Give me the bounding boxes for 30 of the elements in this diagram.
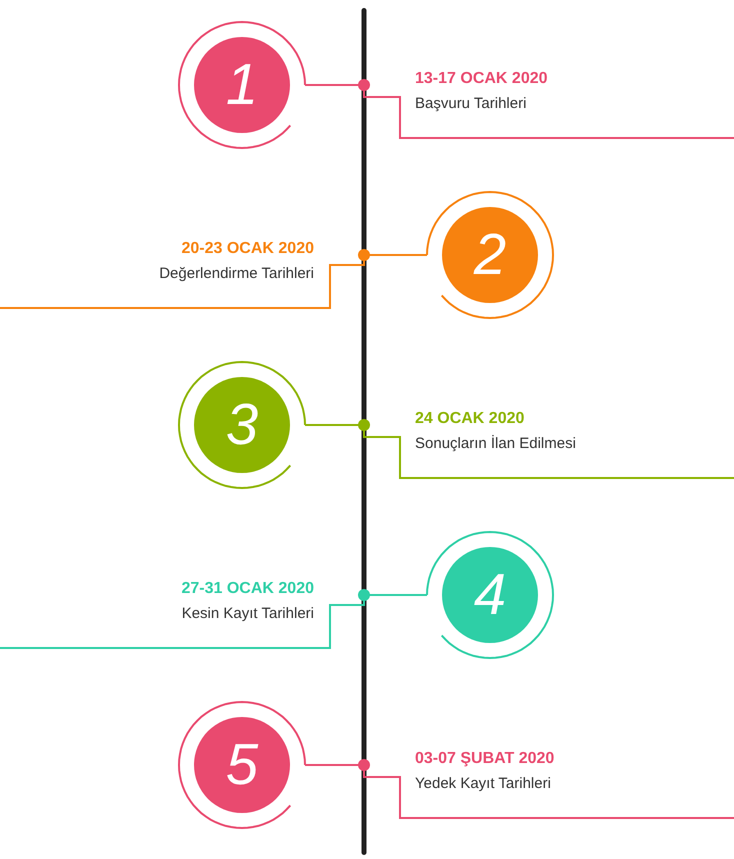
connector-line	[305, 764, 401, 819]
timeline-entry	[0, 239, 330, 309]
date-text: 24 OCAK 2020	[415, 409, 524, 429]
timeline-entry	[0, 579, 330, 649]
number-circle	[177, 700, 307, 830]
step-description: Yedek Kayıt Tarihleri	[415, 774, 551, 794]
step-description: Başvuru Tarihleri	[415, 94, 526, 114]
date-text: 20-23 OCAK 2020	[181, 239, 314, 259]
number-circle	[425, 530, 555, 660]
date-text: 27-31 OCAK 2020	[181, 579, 314, 599]
step-number: 3	[226, 396, 258, 454]
date-text: 13-17 OCAK 2020	[415, 69, 548, 89]
step-number: 4	[474, 566, 506, 624]
step-number: 5	[226, 736, 258, 794]
step-number: 1	[226, 56, 258, 114]
timeline-entry	[400, 749, 734, 819]
connector-line	[305, 424, 401, 479]
timeline-entry	[400, 409, 734, 479]
number-circle	[177, 20, 307, 150]
connector-line	[329, 594, 427, 649]
step-description: Kesin Kayıt Tarihleri	[182, 604, 314, 624]
number-circle	[177, 360, 307, 490]
date-text: 03-07 ŞUBAT 2020	[415, 749, 554, 769]
connector-line	[305, 84, 401, 139]
step-description: Değerlendirme Tarihleri	[159, 264, 314, 284]
timeline-entry	[400, 69, 734, 139]
step-description: Sonuçların İlan Edilmesi	[415, 434, 576, 454]
step-number: 2	[474, 226, 506, 284]
connector-line	[329, 254, 427, 309]
number-circle	[425, 190, 555, 320]
